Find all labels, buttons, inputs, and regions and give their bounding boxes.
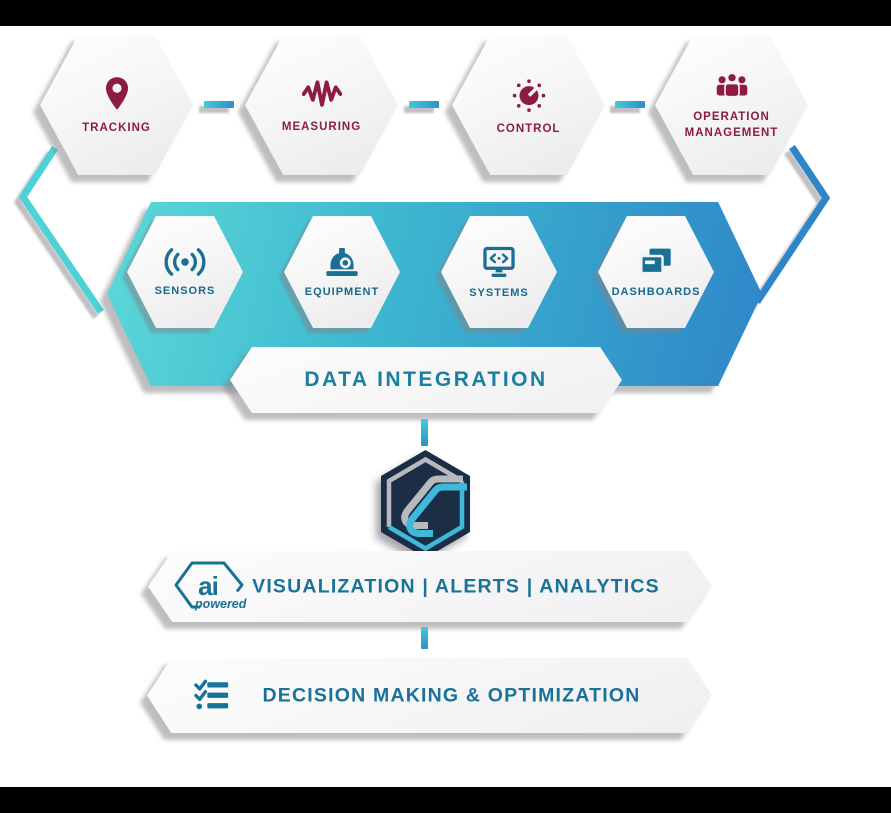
hexagon-label: SENSORS (154, 285, 216, 297)
waveform-icon (301, 80, 342, 107)
dash-connector (421, 627, 428, 649)
ai-badge-text: ai (198, 571, 218, 601)
banner-label: DATA INTEGRATION (304, 368, 548, 391)
hexagon-operation-management: OPERATION MANAGEMENT (655, 35, 808, 175)
monitor-code-icon (483, 246, 515, 277)
location-pin-icon (105, 77, 128, 111)
hexagon-dashboards: DASHBOARDS (598, 216, 714, 328)
hexagon-label: OPERATION MANAGEMENT (684, 110, 779, 139)
decision-bar: DECISION MAKING & OPTIMIZATION (147, 658, 712, 733)
bottom-black-bar (0, 787, 891, 813)
hexagon-equipment: EQUIPMENT (284, 216, 400, 328)
hexagon-measuring: MEASURING (245, 35, 398, 175)
hexagon-tracking: TRACKING (40, 35, 193, 175)
decision-bar-label: DECISION MAKING & OPTIMIZATION (262, 684, 641, 706)
checklist-icon (194, 679, 229, 709)
people-group-icon (716, 72, 747, 98)
s-hexagon-logo (381, 450, 470, 558)
hexagon-label: DASHBOARDS (611, 285, 701, 298)
left-bracket-connector (18, 146, 104, 314)
dash-connector (615, 101, 645, 108)
ai-powered-badge: ai powered (174, 561, 247, 611)
hexagon-label: SYSTEMS (469, 286, 529, 299)
data-integration-banner: DATA INTEGRATION (230, 347, 622, 413)
windows-icon (640, 248, 671, 274)
hexagon-control: CONTROL (452, 35, 605, 175)
visualization-bar-label: VISUALIZATION | ALERTS | ANALYTICS (252, 575, 660, 597)
hexagon-systems: SYSTEMS (441, 216, 557, 328)
hexagon-label: EQUIPMENT (304, 286, 380, 298)
gauge-icon (512, 79, 545, 112)
top-black-bar (0, 0, 891, 26)
hexagon-label: TRACKING (82, 122, 151, 135)
right-bracket-connector (754, 145, 831, 304)
dash-connector (409, 101, 439, 108)
dash-connector (421, 419, 428, 446)
ai-badge-powered-text: powered (194, 597, 247, 611)
broadcast-signal-icon (164, 248, 206, 276)
hexagon-label: CONTROL (496, 122, 561, 135)
dash-connector (204, 101, 234, 108)
hexagon-sensors: SENSORS (127, 216, 243, 328)
hexagon-label: MEASURING (281, 120, 362, 133)
hard-hat-icon (326, 247, 358, 277)
visualization-bar: ai powered VISUALIZATION | ALERTS | ANAL… (148, 551, 712, 622)
